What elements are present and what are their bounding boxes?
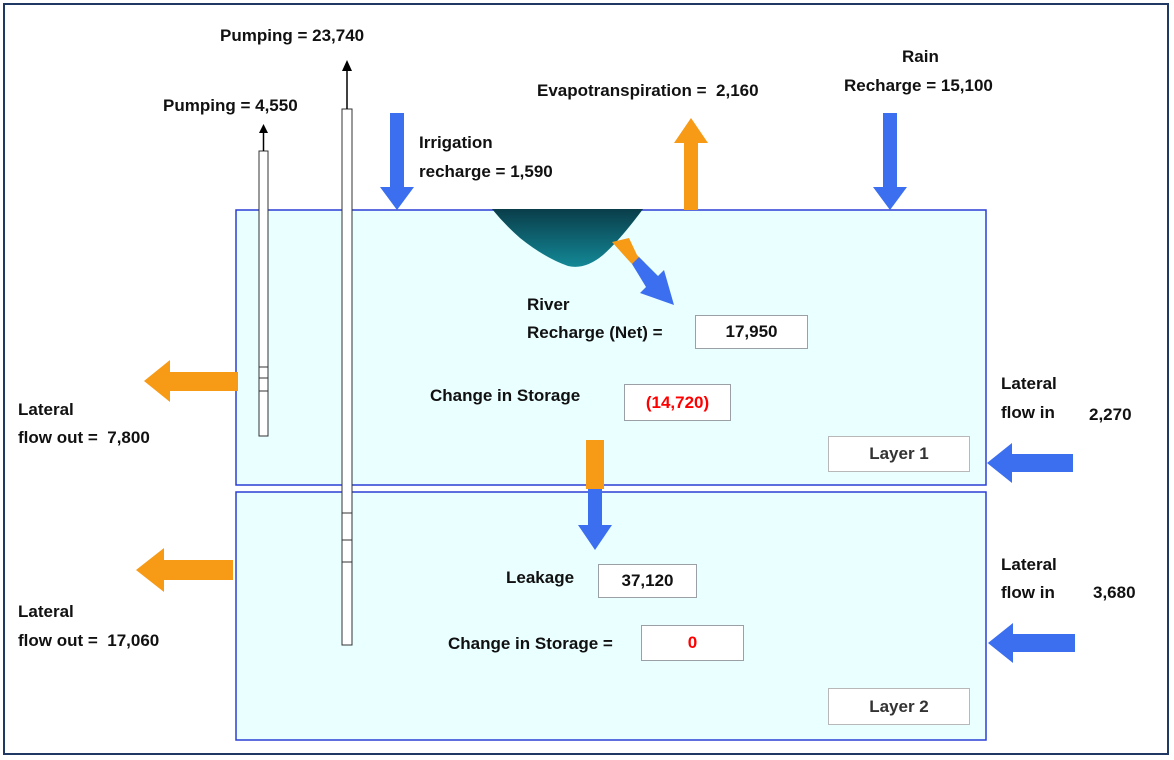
pumping-1-label: Pumping = 4,550	[163, 96, 298, 115]
layer-2-flow-out-value: 17,060	[107, 631, 160, 650]
layer-2-name: Layer 2	[828, 688, 970, 725]
layer-2-storage-value-box: 0	[641, 625, 744, 661]
layer-2-flow-out-arrow	[136, 548, 233, 592]
irrigation-value: 1,590	[510, 162, 553, 181]
diagram-frame	[3, 3, 1169, 755]
well-1	[258, 124, 269, 437]
river-label-line2: Recharge (Net) =	[527, 323, 663, 342]
irrigation-arrow	[380, 113, 414, 210]
rain-label-line2: Recharge = 15,100	[844, 76, 993, 95]
layer-2-flow-in-label-line1: Lateral	[1001, 555, 1057, 574]
layer-1-flow-out-label-line1: Lateral	[18, 400, 74, 419]
irrigation-label-line1: Irrigation	[419, 133, 493, 152]
rain-recharge-arrow	[873, 113, 907, 210]
layer-1-flow-in-arrow	[987, 443, 1073, 483]
irrigation-label-line2: recharge = 1,590	[419, 162, 553, 181]
layer-1-flow-out-value: 7,800	[107, 428, 150, 447]
pumping-2-value: 23,740	[312, 26, 365, 45]
pumping-1-value: 4,550	[255, 96, 298, 115]
layer-2-flow-in-value: 3,680	[1093, 583, 1136, 602]
layer-1-flow-in-label-line2: flow in	[1001, 403, 1055, 422]
layer-1-flow-in-value: 2,270	[1089, 405, 1132, 424]
river-label-line1: River	[527, 295, 570, 314]
layer-2-leakage-value-box: 37,120	[598, 564, 697, 598]
layer-2-flow-out-label-line2: flow out = 17,060	[18, 631, 160, 650]
layer-1-flow-out-arrow	[144, 360, 238, 402]
evapotranspiration-arrow	[674, 118, 708, 210]
evapotranspiration-label: Evapotranspiration = 2,160	[537, 81, 759, 100]
layer-2-flow-in-label-line2: flow in	[1001, 583, 1055, 602]
layer-1-flow-in-label-line1: Lateral	[1001, 374, 1057, 393]
leakage-arrow	[578, 440, 612, 550]
rain-label-line1: Rain	[902, 47, 939, 66]
layer-1-flow-out-label-line2: flow out = 7,800	[18, 428, 150, 447]
layer-1-storage-value-box: (14,720)	[624, 384, 731, 421]
layer-2-flow-in-arrow	[988, 623, 1075, 663]
pumping-2-label: Pumping = 23,740	[220, 26, 365, 45]
well-2	[341, 60, 353, 646]
evapotranspiration-value: 2,160	[716, 81, 759, 100]
river-recharge-value-box: 17,950	[695, 315, 808, 349]
river-channel	[492, 209, 643, 267]
rain-value: 15,100	[940, 76, 993, 95]
layer-1-name: Layer 1	[828, 436, 970, 472]
layer-2-leakage-label: Leakage	[506, 568, 575, 587]
layer-2-storage-label: Change in Storage =	[448, 634, 613, 653]
river-exchange-arrow	[612, 238, 674, 305]
layer-1-storage-label: Change in Storage	[430, 386, 581, 405]
layer-2-flow-out-label-line1: Lateral	[18, 602, 74, 621]
